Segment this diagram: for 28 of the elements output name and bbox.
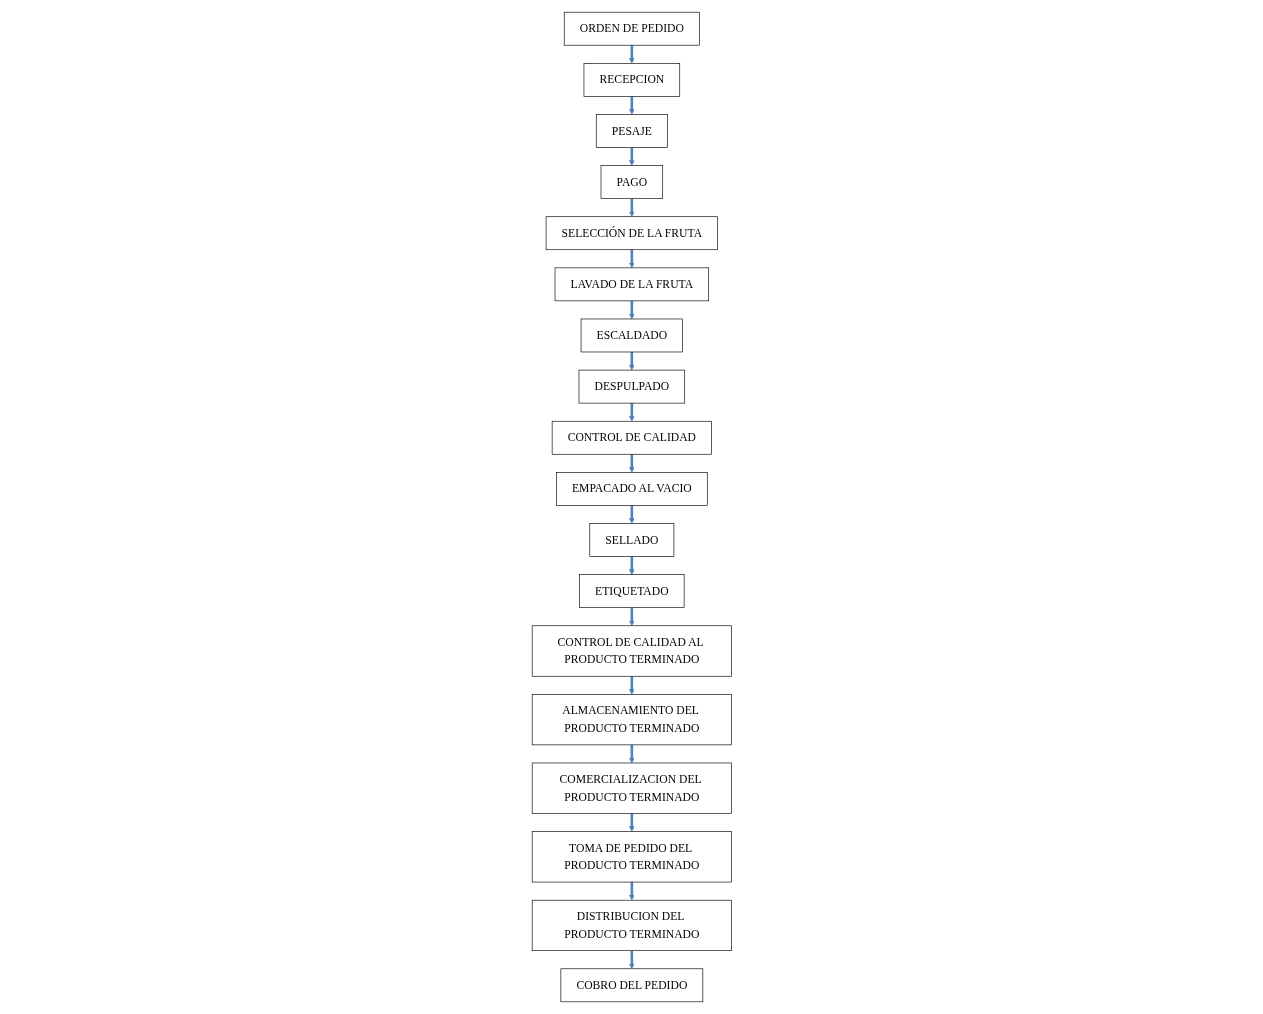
node-box: COMERCIALIZACION DEL PRODUCTO TERMINADO <box>531 762 732 814</box>
node-box: TOMA DE PEDIDO DEL PRODUCTO TERMINADO <box>531 831 732 883</box>
arrow <box>628 249 635 269</box>
node-box: ESCALDADO <box>580 318 683 353</box>
node-box: PESAJE <box>595 114 668 148</box>
node-box: ALMACENAMIENTO DEL PRODUCTO TERMINADO <box>531 694 732 746</box>
node-box: SELLADO <box>589 523 674 557</box>
node-box: RECEPCION <box>583 63 680 97</box>
node-box: LAVADO DE LA FRUTA <box>554 267 709 302</box>
node-box: PAGO <box>600 165 663 199</box>
node-box: COBRO DEL PEDIDO <box>560 968 703 1003</box>
arrow <box>628 403 635 422</box>
node-box: DISTRIBUCION DEL PRODUCTO TERMINADO <box>531 899 732 951</box>
node-box: DESPULPADO <box>578 369 685 404</box>
node-box: ORDEN DE PEDIDO <box>563 11 700 46</box>
node-box: ETIQUETADO <box>578 574 685 608</box>
arrow <box>628 454 635 473</box>
arrow <box>628 198 635 217</box>
node-box: CONTROL DE CALIDAD <box>551 420 712 455</box>
node-box: CONTROL DE CALIDAD AL PRODUCTO TERMINADO <box>531 625 732 677</box>
arrow <box>628 882 635 901</box>
arrow <box>628 505 635 524</box>
arrow <box>628 950 635 970</box>
node-box: EMPACADO AL VACIO <box>555 472 708 506</box>
arrow <box>628 813 635 832</box>
arrow <box>628 607 635 627</box>
arrow <box>628 96 635 115</box>
node-box: SELECCIÓN DE LA FRUTA <box>545 216 718 251</box>
